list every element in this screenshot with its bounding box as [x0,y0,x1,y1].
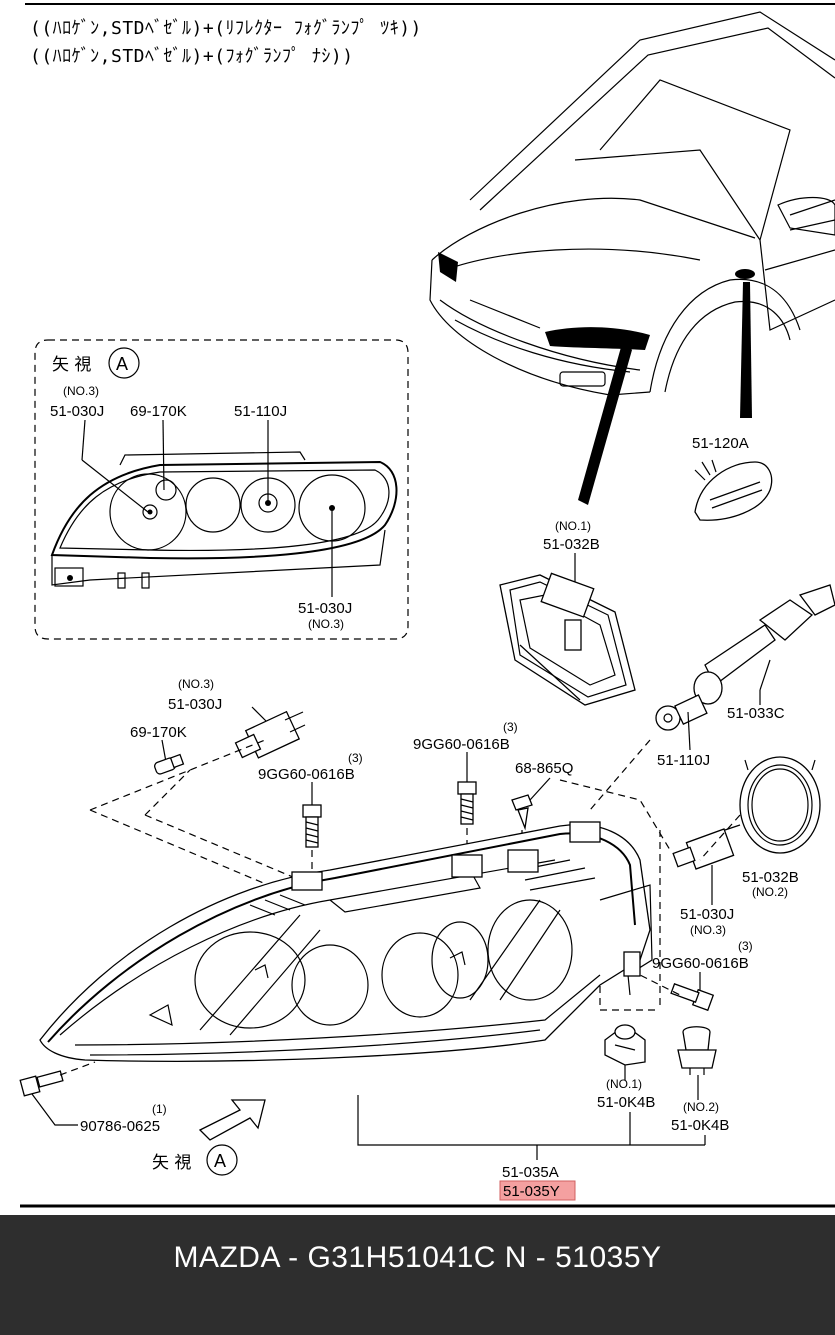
label-51-0k4b-left: 51-0K4B [597,1094,655,1111]
label-9gg60-a: 9GG60-0616B [258,766,355,783]
bolt-9gg60-b [457,781,477,825]
label-no1-032b: (NO.1) [555,519,591,533]
label-51-035y: 51-035Y [503,1183,560,1200]
bulb-51-030j-left [234,710,306,759]
car-side-marker [735,269,755,279]
label-q1: (1) [152,1102,167,1116]
label-51-032b-top: 51-032B [543,536,600,553]
view-a-no3-top: (NO.3) [63,384,99,398]
view-a-no3-bottom: (NO.3) [308,617,344,631]
footer-bar: MAZDA - G31H51041C N - 51035Y [0,1215,835,1335]
view-a-51-110j: 51-110J [234,403,287,420]
bolt-90786-0625 [19,1070,64,1097]
socket-51-0k4b-no2 [677,1026,717,1075]
clip-68-865q [511,794,533,831]
arrow-view-title: 矢 視 [152,1153,191,1173]
arrow-view-mark: A [214,1151,226,1171]
arrow-view-circle [206,1144,238,1176]
side-marker-lamp [694,459,773,521]
header-line-1: ((ﾊﾛｹﾞﾝ,STDﾍﾞｾﾞﾙ)+(ﾘﾌﾚｸﾀｰ ﾌｫｸﾞﾗﾝﾌﾟ ﾂｷ)) [30,18,422,39]
view-a-51-030j-bottom: 51-030J [298,600,352,617]
pointer-wedge-headlight [578,340,632,505]
label-no2-0k4b: (NO.2) [683,1100,719,1114]
label-9gg60-b: 9GG60-0616B [413,736,510,753]
header-line-2: ((ﾊﾛｹﾞﾝ,STDﾍﾞｾﾞﾙ)+(ﾌｫｸﾞﾗﾝﾌﾟ ﾅｼ)) [30,46,354,67]
bolt-9gg60-a [302,804,322,848]
view-a-circle [108,347,140,379]
view-a-mark: A [116,354,128,374]
label-51-110j: 51-110J [657,752,710,769]
main-headlamp-assembly [39,821,653,1062]
headlamp-rear-view [50,419,398,597]
label-51-032b-right: 51-032B [742,869,799,886]
label-51-0k4b-right: 51-0K4B [671,1117,729,1134]
label-q3-c: (3) [738,939,753,953]
car-headlight-left [438,252,458,282]
bulb-51-030j-right [672,824,741,870]
label-9gg60-c: 9GG60-0616B [652,955,749,972]
label-q3-b: (3) [503,720,518,734]
view-a-51-030j-top: 51-030J [50,403,104,420]
label-no3-right: (NO.3) [690,923,726,937]
label-no1-0k4b: (NO.1) [606,1077,642,1091]
bulb-51-110j [655,694,708,731]
fog-reflector-housing [499,572,636,706]
label-no2-032b: (NO.2) [752,885,788,899]
car-headlight-right [545,327,650,350]
parts-diagram: 矢 視 A (NO.3) 51-030J 69-170K 51-110J 51-… [19,3,835,1208]
assembly-bracket [357,1095,706,1160]
label-51-033c: 51-033C [727,705,785,722]
view-a-box: 矢 視 A (NO.3) 51-030J 69-170K 51-110J 51-… [34,339,409,640]
highlight-51-035y [499,1180,576,1201]
dust-cover-51-032b [739,756,821,854]
label-51-120a: 51-120A [692,435,749,452]
bulb-69-170k [154,753,185,775]
label-q3-a: (3) [348,751,363,765]
bolt-9gg60-c [670,983,715,1012]
view-a-69-170k: 69-170K [130,403,187,420]
label-90786-0625: 90786-0625 [80,1118,160,1135]
pointer-wedge-marker [740,282,752,418]
car-illustration [429,11,835,396]
footer-part-number: MAZDA - G31H51041C N - 51035Y [173,1241,662,1274]
socket-51-0k4b-no1 [604,1024,646,1066]
label-no3-left: (NO.3) [178,677,214,691]
view-a-arrow [198,1099,266,1141]
label-69-170k: 69-170K [130,724,187,741]
label-51-030j-left: 51-030J [168,696,222,713]
label-68-865q: 68-865Q [515,760,573,777]
fog-bulb-51-033c [693,584,835,705]
view-a-title: 矢 視 [52,355,91,375]
label-51-030j-right: 51-030J [680,906,734,923]
label-51-035a: 51-035A [502,1164,559,1181]
